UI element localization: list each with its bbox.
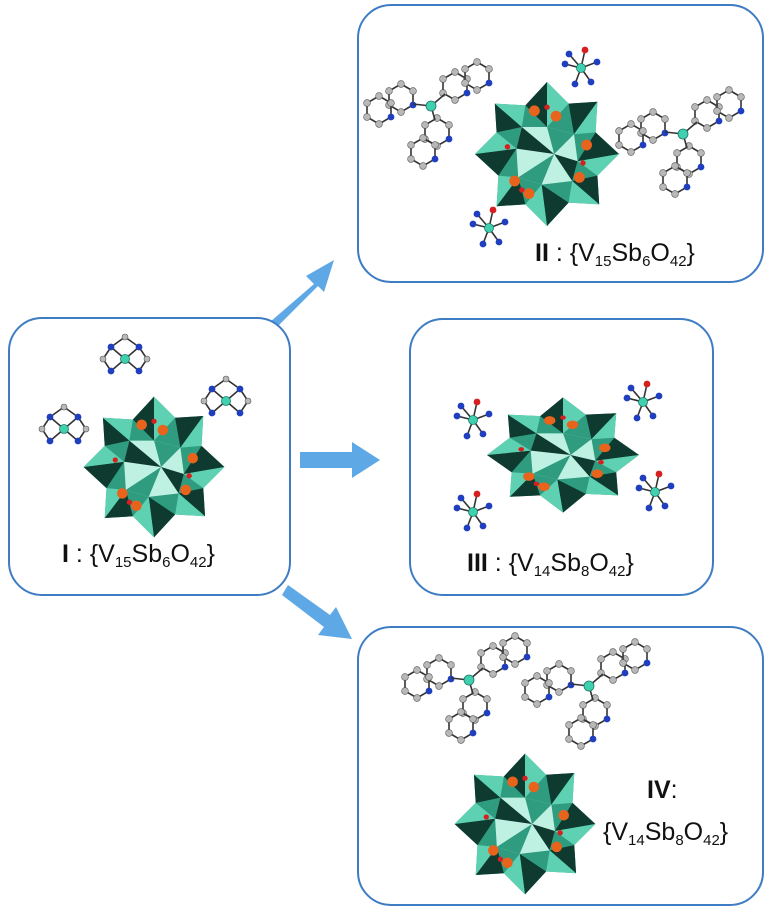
arrow-down-right-icon xyxy=(282,585,352,639)
panel-compound-IV: IV: {V14Sb8O42} xyxy=(357,626,764,906)
label-compound-II: II : {V15Sb6O42} xyxy=(535,239,695,270)
label-compound-III: III : {V14Sb8O42} xyxy=(467,549,634,580)
label-compound-IV-formula: {V14Sb8O42} xyxy=(603,818,729,849)
structure-I-icon xyxy=(38,333,252,538)
label-compound-IV-name: IV: xyxy=(647,776,678,804)
structure-IV-icon xyxy=(359,628,766,895)
label-compound-I: I : {V15Sb6O42} xyxy=(62,540,215,571)
structure-II-icon xyxy=(359,45,766,249)
panel-compound-II: II : {V15Sb6O42} xyxy=(357,4,764,283)
structure-III-icon xyxy=(452,379,676,533)
arrow-right-icon xyxy=(300,442,380,478)
arrow-up-right-icon xyxy=(270,260,334,328)
panel-compound-I: I : {V15Sb6O42} xyxy=(8,317,291,596)
panel-compound-III: III : {V14Sb8O42} xyxy=(409,318,714,596)
